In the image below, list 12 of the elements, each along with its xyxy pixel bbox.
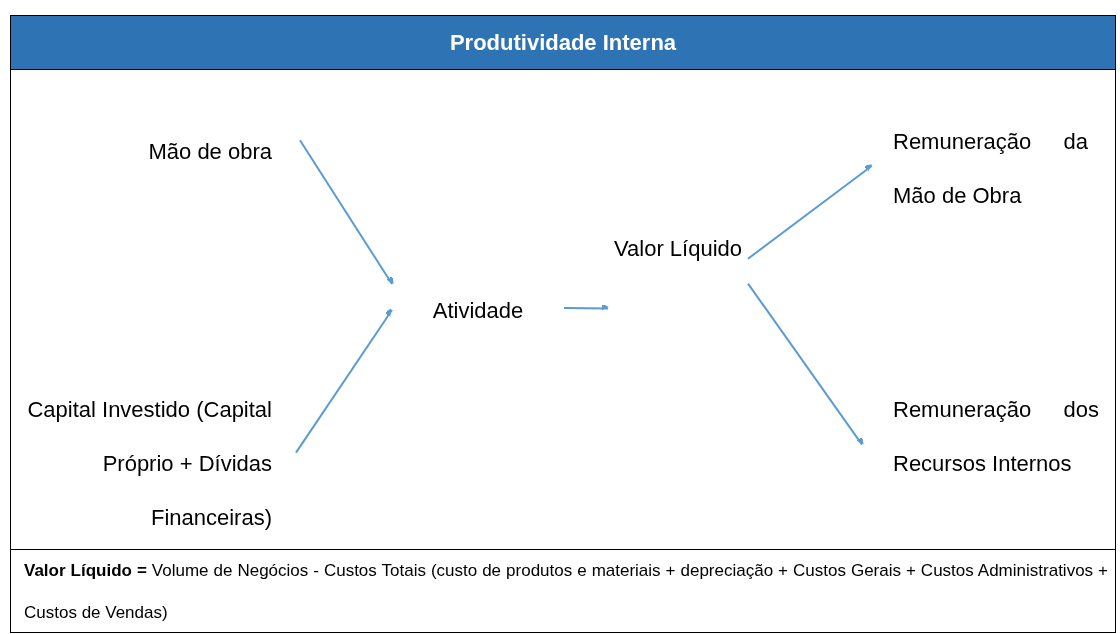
- arrow: [299, 139, 394, 285]
- title-bar: Produtividade Interna: [10, 15, 1116, 70]
- node-label: Remuneração da Mão de Obra: [893, 129, 1088, 208]
- arrow: [747, 164, 873, 260]
- arrow: [295, 308, 393, 454]
- node-label: Valor Líquido: [614, 236, 742, 261]
- node-label: Capital Investido (Capital Próprio + Dívidas Financeiras): [27, 397, 272, 530]
- formula-note: Valor Líquido = Volume de Negócios - Custos Totais (custo de produtos e materiais + depreciação + Custos Gerais + Custos Administrativos + Custos de Vendas): [10, 549, 1116, 633]
- node-label: Atividade: [432, 298, 524, 323]
- node-label: Mão de obra: [148, 139, 272, 164]
- node-label: Remuneração dos Recursos Internos: [893, 397, 1099, 476]
- arrow: [747, 282, 864, 446]
